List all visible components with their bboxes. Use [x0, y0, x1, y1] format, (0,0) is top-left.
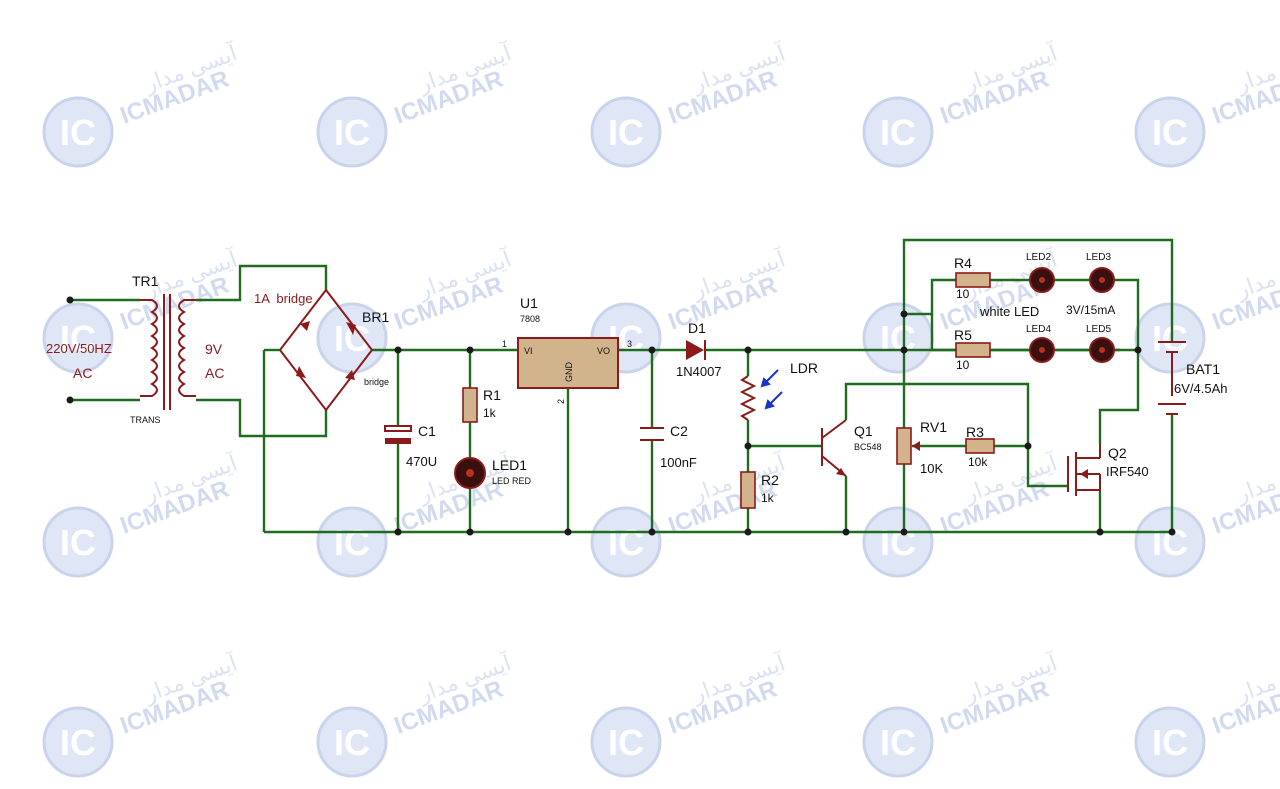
- led1-ref: LED1: [492, 457, 527, 473]
- r1-value: 1k: [483, 406, 497, 420]
- led1-red: [454, 457, 486, 489]
- capacitor-c1: [384, 425, 412, 444]
- r4-value: 10: [956, 287, 970, 301]
- mosfet-q2: [1067, 444, 1101, 496]
- tr1-secondary-type: AC: [205, 365, 224, 381]
- u1-pin-out: VO: [597, 346, 610, 356]
- r3-ref: R3: [966, 424, 984, 440]
- rv1-value: 10K: [920, 461, 943, 476]
- diode-d1: [686, 340, 706, 360]
- d1-model: 1N4007: [676, 364, 722, 379]
- led-rating-note: 3V/15mA: [1066, 303, 1115, 317]
- battery-bat1: [1158, 341, 1186, 415]
- r5-value: 10: [956, 358, 970, 372]
- labels: 220V/50HZ AC TR1 TRANS 9V AC 1A bridge B…: [46, 252, 1228, 505]
- tr1-ref: TR1: [132, 273, 159, 289]
- source-type-label: AC: [73, 365, 92, 381]
- transformer-tr1: [140, 294, 196, 410]
- u1-ref: U1: [520, 295, 538, 311]
- resistor-r2: [740, 471, 756, 509]
- u1-pin3-number: 3: [627, 339, 632, 349]
- r2-value: 1k: [761, 491, 775, 505]
- q1-ref: Q1: [854, 423, 873, 439]
- resistor-r4: [955, 272, 991, 288]
- bridge-model: bridge: [364, 377, 389, 387]
- u1-pin1-number: 1: [502, 339, 507, 349]
- c2-value: 100nF: [660, 455, 697, 470]
- q2-ref: Q2: [1108, 445, 1127, 461]
- r3-value: 10k: [968, 455, 988, 469]
- led2-ref: LED2: [1026, 252, 1051, 263]
- led4: [1029, 337, 1055, 363]
- r5-ref: R5: [954, 327, 972, 343]
- tr1-secondary-voltage: 9V: [205, 341, 223, 357]
- bat1-ref: BAT1: [1186, 361, 1220, 377]
- q1-model: BC548: [854, 442, 882, 452]
- led3: [1089, 267, 1115, 293]
- capacitor-c2: [640, 427, 664, 441]
- r4-ref: R4: [954, 255, 972, 271]
- resistor-r3: [965, 438, 995, 454]
- bridge-ref: BR1: [362, 309, 389, 325]
- tr1-model: TRANS: [130, 415, 161, 425]
- c1-ref: C1: [418, 423, 436, 439]
- resistor-r5: [955, 342, 991, 358]
- bridge-rating: 1A bridge: [254, 291, 313, 306]
- watermark-layer: [42, 37, 1280, 778]
- bridge-br1: [264, 288, 374, 412]
- led2: [1029, 267, 1055, 293]
- u1-model: 7808: [520, 314, 540, 324]
- ldr-ref: LDR: [790, 360, 818, 376]
- u1-pin2-number: 2: [556, 399, 566, 404]
- wiring: [70, 238, 1174, 534]
- led1-value: LED RED: [492, 476, 532, 486]
- r2-ref: R2: [761, 472, 779, 488]
- u1-pin-in: VI: [524, 346, 533, 356]
- source-voltage-label: 220V/50HZ: [46, 341, 112, 356]
- potentiometer-rv1: [896, 427, 920, 465]
- resistor-r1: [462, 387, 478, 423]
- c1-value: 470U: [406, 454, 437, 469]
- ldr-photoresistor: [739, 369, 783, 421]
- transistor-q1: [821, 419, 847, 477]
- led3-ref: LED3: [1086, 252, 1111, 263]
- led-type-note: white LED: [979, 304, 1039, 319]
- led4-ref: LED4: [1026, 324, 1051, 335]
- junction-dots: [66, 296, 1176, 536]
- d1-ref: D1: [688, 320, 706, 336]
- r1-ref: R1: [483, 387, 501, 403]
- u1-pin-gnd: GND: [564, 362, 574, 383]
- bat1-value: 6V/4.5Ah: [1174, 381, 1228, 396]
- led5: [1089, 337, 1115, 363]
- c2-ref: C2: [670, 423, 688, 439]
- rv1-ref: RV1: [920, 419, 947, 435]
- q2-model: IRF540: [1106, 464, 1149, 479]
- regulator-u1: [517, 337, 619, 389]
- led5-ref: LED5: [1086, 324, 1111, 335]
